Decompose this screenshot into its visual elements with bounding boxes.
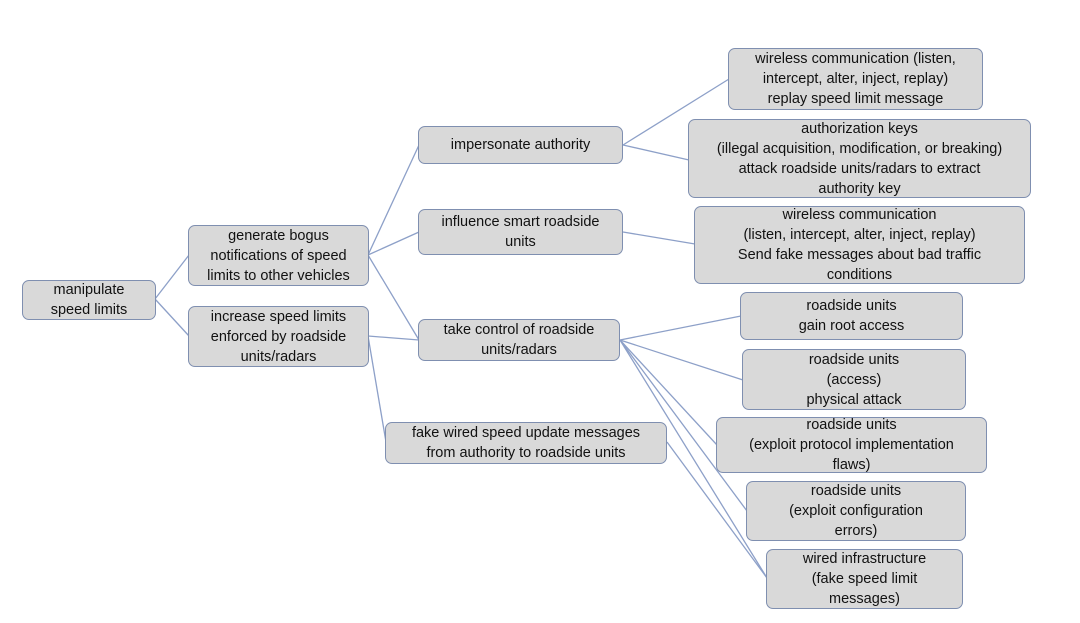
edge-generate-impersonate xyxy=(367,144,420,256)
node-generate-bogus-notifications: generate bogus notifications of speed li… xyxy=(188,225,369,286)
edge-generate-influence xyxy=(367,231,420,256)
edge-increase-fakewired xyxy=(367,335,387,443)
node-increase-speed-limits: increase speed limits enforced by roadsi… xyxy=(188,306,369,367)
node-leaf-physical-attack: roadside units (access) physical attack xyxy=(742,349,966,410)
edge-increase-takecontrol xyxy=(367,335,420,341)
node-manipulate-speed-limits: manipulate speed limits xyxy=(22,280,156,320)
node-leaf-protocol-flaws: roadside units (exploit protocol impleme… xyxy=(716,417,987,473)
edge-root-generate xyxy=(154,254,190,300)
node-take-control-roadside-units: take control of roadside units/radars xyxy=(418,319,620,361)
edge-fakewired-wiredinfra xyxy=(666,441,768,579)
edge-impersonate-authkeys xyxy=(622,144,690,161)
node-leaf-wireless-replay: wireless communication (listen, intercep… xyxy=(728,48,983,110)
edge-takecontrol-physical xyxy=(619,339,744,381)
node-leaf-gain-root-access: roadside units gain root access xyxy=(740,292,963,340)
node-impersonate-authority: impersonate authority xyxy=(418,126,623,164)
edge-influence-wirelessfake xyxy=(622,231,696,245)
edge-generate-takecontrol xyxy=(367,254,420,341)
node-leaf-authorization-keys: authorization keys (illegal acquisition,… xyxy=(688,119,1031,198)
edge-root-increase xyxy=(154,298,190,337)
edge-takecontrol-wiredinfra xyxy=(619,339,768,579)
edge-takecontrol-config xyxy=(619,339,748,512)
node-fake-wired-speed-update: fake wired speed update messages from au… xyxy=(385,422,667,464)
node-leaf-wired-infrastructure: wired infrastructure (fake speed limit m… xyxy=(766,549,963,609)
node-leaf-configuration-errors: roadside units (exploit configuration er… xyxy=(746,481,966,541)
edge-takecontrol-protocol xyxy=(619,339,718,446)
edge-takecontrol-rootaccess xyxy=(619,315,742,341)
node-influence-smart-roadside-units: influence smart roadside units xyxy=(418,209,623,255)
edge-impersonate-wireless xyxy=(622,78,730,146)
node-leaf-wireless-fake-messages: wireless communication (listen, intercep… xyxy=(694,206,1025,284)
